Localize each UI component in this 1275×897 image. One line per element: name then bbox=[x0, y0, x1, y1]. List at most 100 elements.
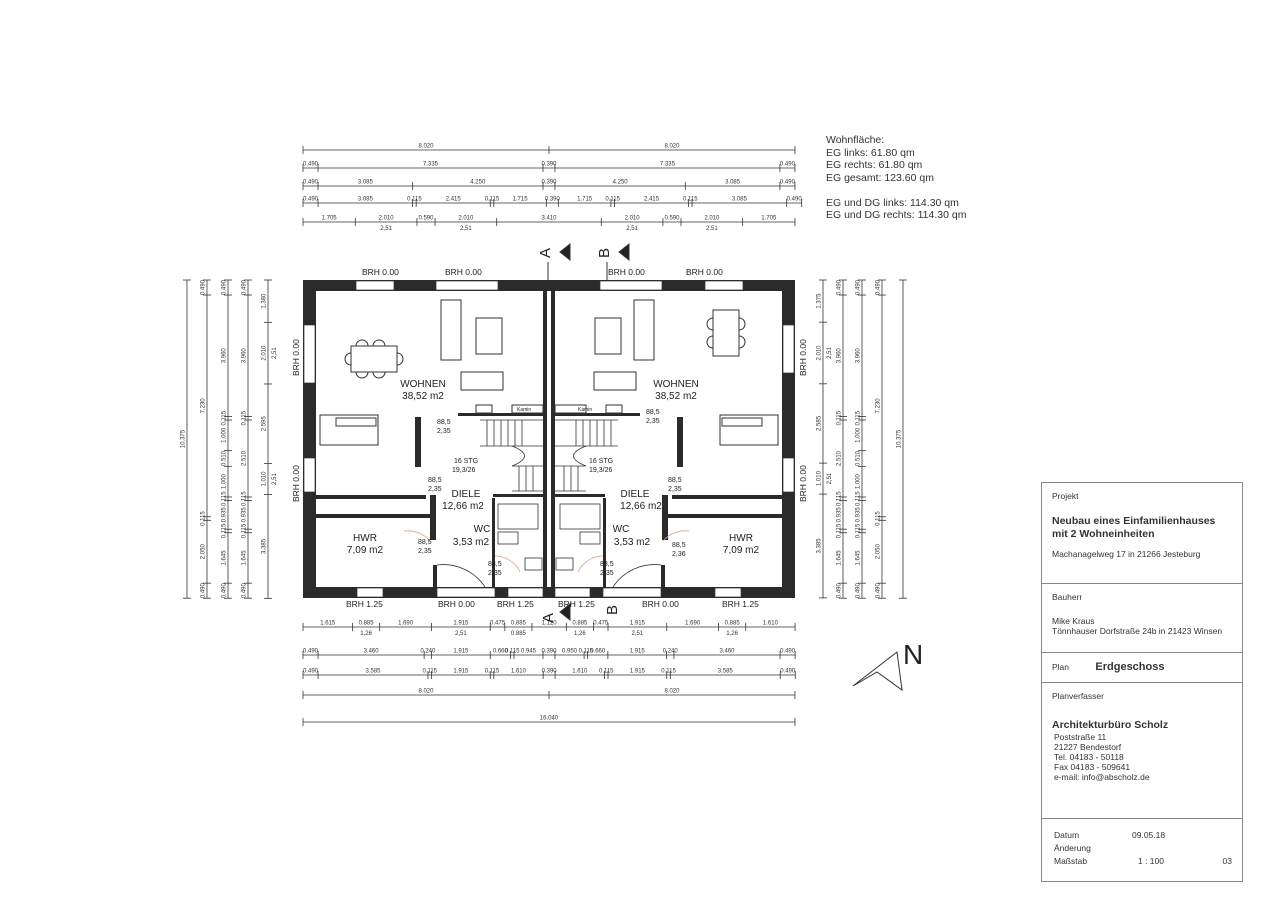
room-name-wc-left: WC bbox=[474, 524, 491, 535]
dimension-value: 0.115 bbox=[242, 491, 248, 506]
dimension-value: 1.000 bbox=[222, 427, 228, 443]
brh-label: BRH 0.00 bbox=[798, 339, 808, 376]
room-name-wc-right: WC bbox=[613, 524, 630, 535]
dimension-value: 0.115 bbox=[599, 669, 614, 675]
dimension-value: 2.010 bbox=[625, 216, 641, 222]
brh-label: BRH 0.00 bbox=[608, 267, 645, 277]
brh-label: BRH 0.00 bbox=[438, 599, 475, 609]
massstab-value: 1 : 100 bbox=[1138, 856, 1164, 866]
dimension-value: 2.050 bbox=[201, 544, 207, 560]
office-name: Architekturbüro Scholz bbox=[1052, 719, 1169, 731]
dimension-value: 0.115 bbox=[505, 649, 520, 655]
dimension-value: 10.375 bbox=[897, 429, 903, 448]
dimension-subvalue: 1,26 bbox=[574, 631, 586, 637]
door-label: 88,52,35 bbox=[418, 539, 432, 555]
dimension-value: 2.510 bbox=[242, 450, 248, 466]
kamin-label-right: Kamin bbox=[578, 407, 592, 413]
dimension-value: 2.415 bbox=[446, 197, 462, 203]
office-line: Fax 04183 - 509641 bbox=[1054, 762, 1131, 772]
dimension-value: 1.615 bbox=[320, 621, 336, 627]
svg-text:88,5: 88,5 bbox=[646, 409, 660, 416]
dimension-value: 1.915 bbox=[453, 649, 469, 655]
dimension-subvalue: 1,26 bbox=[726, 631, 738, 637]
brh-label: BRH 0.00 bbox=[686, 267, 723, 277]
svg-text:19,3/26: 19,3/26 bbox=[589, 467, 612, 474]
living-area-line: EG gesamt: 123.60 qm bbox=[826, 171, 934, 184]
client-address: Tönnhauser Dorfstraße 24b in 21423 Winse… bbox=[1052, 626, 1223, 636]
dimension-value: 3.410 bbox=[541, 216, 557, 222]
dimension-value: 7.230 bbox=[201, 398, 207, 414]
dimension-value: 1.375 bbox=[817, 293, 823, 309]
dimension-value: 3.085 bbox=[358, 197, 374, 203]
dimension-value: 0.115 bbox=[201, 511, 207, 526]
dimension-value: 0.115 bbox=[407, 197, 422, 203]
dimension-value: 3.960 bbox=[222, 348, 228, 364]
office-line: Tel. 04183 - 50118 bbox=[1054, 752, 1124, 762]
dimension-value: 1.610 bbox=[572, 669, 588, 675]
plan-section: Plan Erdgeschoss bbox=[1042, 653, 1242, 683]
section-a-label: A bbox=[540, 613, 557, 623]
dimension-value: 4.250 bbox=[470, 180, 486, 186]
room-area-wohnen-right: 38,52 m2 bbox=[655, 391, 697, 402]
dimension-value: 0.490 bbox=[303, 162, 319, 168]
client-name: Mike Kraus bbox=[1052, 616, 1095, 626]
project-title: Neubau eines Einfamilienhauses bbox=[1052, 515, 1216, 527]
dimension-value: 0.490 bbox=[837, 279, 843, 295]
dimension-value: 0.115 bbox=[579, 649, 594, 655]
dimension-value: 0.490 bbox=[222, 583, 228, 599]
dimension-value: 3.960 bbox=[242, 348, 248, 364]
dimension-value: 0.490 bbox=[201, 279, 207, 295]
dimension-subvalue: 2,51 bbox=[380, 226, 392, 232]
dimension-value: 0.115 bbox=[876, 511, 882, 526]
room-area-wc-left: 3,53 m2 bbox=[453, 537, 490, 548]
section-b-label: B bbox=[596, 248, 613, 258]
dimension-value: 0.115 bbox=[242, 410, 248, 425]
project-address: Machanagelweg 17 in 21266 Jesteburg bbox=[1052, 549, 1201, 559]
brh-label: BRH 0.00 bbox=[291, 339, 301, 376]
svg-text:2,35: 2,35 bbox=[646, 418, 660, 425]
dimension-value: 0.115 bbox=[222, 523, 228, 538]
dimension-value: 0.490 bbox=[876, 583, 882, 599]
svg-text:2,35: 2,35 bbox=[437, 428, 451, 435]
dimension-value: 0.490 bbox=[780, 162, 796, 168]
room-area-wohnen-left: 38,52 m2 bbox=[402, 391, 444, 402]
dimension-value: 0.935 bbox=[856, 507, 862, 523]
dimension-value: 3.460 bbox=[720, 649, 736, 655]
dimension-value: 1.915 bbox=[630, 649, 646, 655]
dimension-value: 1.645 bbox=[222, 550, 228, 566]
dimension-value: 0.590 bbox=[418, 216, 434, 222]
dimension-value: 0.490 bbox=[201, 583, 207, 599]
svg-text:88,5: 88,5 bbox=[428, 477, 442, 484]
door-label: 88,52,36 bbox=[672, 542, 686, 558]
dimension-subvalue: 2,51 bbox=[460, 226, 472, 232]
dimension-value: 2.510 bbox=[837, 450, 843, 466]
living-area-line: EG rechts: 61.80 qm bbox=[826, 159, 923, 171]
office-address: Poststraße 11 21227 Bendestorf Tel. 0418… bbox=[1052, 732, 1232, 782]
brh-label: BRH 1.25 bbox=[722, 599, 759, 609]
dimension-value: 0.490 bbox=[837, 583, 843, 599]
dimension-value: 0.115 bbox=[683, 197, 698, 203]
dimension-value: 0.475 bbox=[490, 621, 506, 627]
projekt-label: Projekt bbox=[1052, 491, 1079, 501]
door-label: 88,52,35 bbox=[668, 477, 682, 493]
room-area-diele-left: 12,66 m2 bbox=[442, 501, 484, 512]
living-area-line: EG links: 61.80 qm bbox=[826, 146, 915, 159]
brh-label: BRH 0.00 bbox=[798, 465, 808, 502]
dimension-value: 0.885 bbox=[359, 621, 375, 627]
dimension-value: 0.935 bbox=[837, 507, 843, 523]
svg-text:88,5: 88,5 bbox=[600, 561, 614, 568]
dimension-value: 0.490 bbox=[780, 180, 796, 186]
dimension-value: 1.610 bbox=[511, 669, 527, 675]
dimension-value: 0.490 bbox=[303, 649, 319, 655]
spacer bbox=[826, 184, 966, 197]
dimension-value: 0.115 bbox=[242, 523, 248, 538]
dimension-subvalue: 1,26 bbox=[360, 631, 372, 637]
dimension-value: 0.590 bbox=[664, 216, 680, 222]
dimension-value: 0.115 bbox=[837, 491, 843, 506]
dimension-value: 0.390 bbox=[545, 197, 561, 203]
dimension-value: 1.915 bbox=[453, 669, 469, 675]
door-label: 88,52,35 bbox=[600, 561, 614, 577]
dimension-value: 1.010 bbox=[817, 470, 823, 486]
door-label: 88,52,35 bbox=[437, 419, 451, 435]
